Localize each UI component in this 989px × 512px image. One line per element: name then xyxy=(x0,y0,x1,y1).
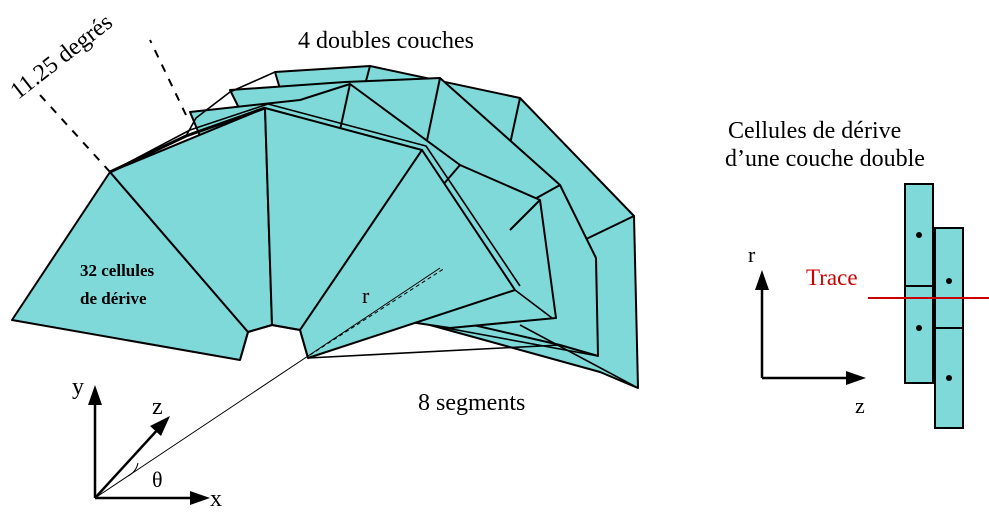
layer-edges xyxy=(117,71,639,389)
chamber-panels xyxy=(11,65,639,389)
layers-label: 4 doubles couches xyxy=(298,28,474,54)
axis-y-label: y xyxy=(72,374,84,400)
sense-wire xyxy=(916,325,922,331)
sense-wire xyxy=(946,278,952,284)
cells-label-line1: 32 cellules xyxy=(80,261,155,280)
double-layer-1 xyxy=(11,106,516,361)
inset-axes xyxy=(755,270,866,385)
segments-label: 8 segments xyxy=(418,390,525,416)
cells-label-line2: de dérive xyxy=(80,289,147,308)
trace-label: Trace xyxy=(806,265,858,290)
inset-title-line1: Cellules de dérive xyxy=(728,118,901,144)
inset-axis-r-label: r xyxy=(748,242,756,267)
angle-guides xyxy=(39,39,187,173)
drift-cells xyxy=(904,183,964,429)
sense-wire xyxy=(946,375,952,381)
radius-label: r xyxy=(362,283,370,308)
axis-x-label: x xyxy=(210,486,222,512)
sense-wire xyxy=(916,232,922,238)
angle-label: 11.25 degrés xyxy=(6,9,118,104)
drift-cell-left-2 xyxy=(904,285,934,384)
inset-axis-z-label: z xyxy=(855,393,865,418)
radius-lines xyxy=(94,267,446,499)
axis-z-label: z xyxy=(152,394,163,420)
main-axes xyxy=(88,385,210,505)
theta-label: θ xyxy=(152,467,163,492)
inset-title-line2: d’une couche double xyxy=(725,146,925,172)
